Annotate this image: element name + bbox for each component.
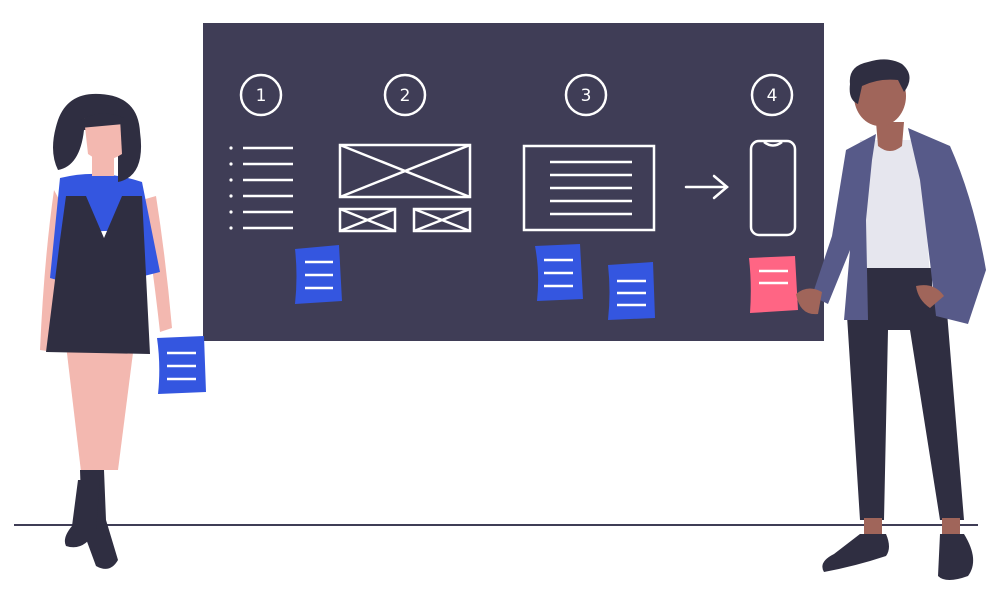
- step-3-badge: 3: [564, 73, 608, 117]
- sticky-note-blue: [608, 262, 655, 320]
- sticky-note-blue: [535, 244, 583, 301]
- step-1-label: 1: [256, 86, 267, 106]
- step-3-label: 3: [581, 86, 592, 106]
- step-1-badge: 1: [239, 73, 283, 117]
- arrow-right-icon: [684, 174, 729, 200]
- step-4-label: 4: [767, 86, 778, 106]
- sticky-note-blue: [157, 336, 206, 394]
- phone-icon: [749, 139, 797, 237]
- document-icon: [522, 144, 656, 232]
- sticky-note-pink: [749, 256, 798, 313]
- wireframe-icon: [338, 143, 472, 233]
- list-icon: [229, 146, 293, 230]
- sticky-note-blue: [295, 245, 342, 304]
- step-4-badge: 4: [750, 73, 794, 117]
- man-figure: [796, 59, 986, 580]
- step-2-label: 2: [400, 86, 411, 106]
- woman-figure: [40, 93, 206, 569]
- step-2-badge: 2: [383, 73, 427, 117]
